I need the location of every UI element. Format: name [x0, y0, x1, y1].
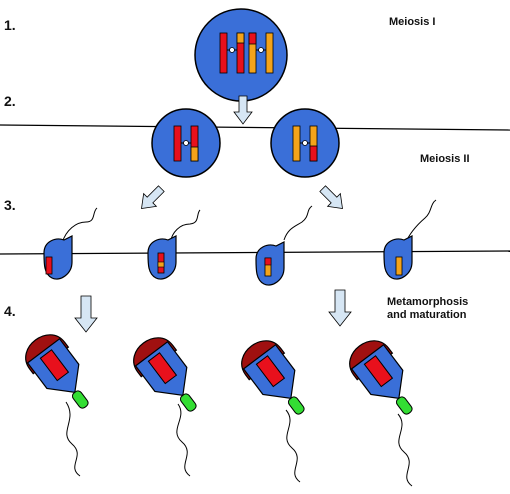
- primary-cell: [194, 8, 288, 102]
- spermatid-3: [255, 205, 313, 286]
- arrow-diagonal-left-icon: [141, 185, 165, 209]
- arrow-diagonal-right-icon: [319, 185, 343, 209]
- step-label-2: 2.: [4, 93, 16, 109]
- spermatid-4: [383, 199, 437, 280]
- step-label-4: 4.: [4, 303, 16, 319]
- chromosome-pair-b: [248, 32, 274, 74]
- arrow-down-right-icon: [328, 289, 352, 327]
- meiosis-2-label: Meiosis II: [420, 153, 470, 165]
- sperm-2: [133, 337, 197, 477]
- spermatid-2: [147, 209, 201, 280]
- chromosome-pair-a: [219, 32, 245, 74]
- divider-line-2: [0, 250, 510, 255]
- sperm-3: [241, 340, 305, 483]
- arrow-down-left-icon: [74, 295, 98, 333]
- step-label-3: 3.: [4, 197, 16, 213]
- divider-line-1: [0, 124, 510, 131]
- sperm-4: [349, 340, 413, 487]
- step-label-1: 1.: [4, 17, 16, 33]
- spermatid-1: [43, 207, 98, 280]
- metamorphosis-label-line1: Metamorphosis: [387, 296, 468, 308]
- sperm-1: [25, 334, 89, 477]
- meiosis-1-label: Meiosis I: [389, 16, 435, 28]
- secondary-cell-left: [151, 108, 221, 178]
- secondary-cell-right: [270, 108, 340, 178]
- arrow-down-icon: [233, 95, 253, 125]
- metamorphosis-label-line2: and maturation: [387, 309, 467, 321]
